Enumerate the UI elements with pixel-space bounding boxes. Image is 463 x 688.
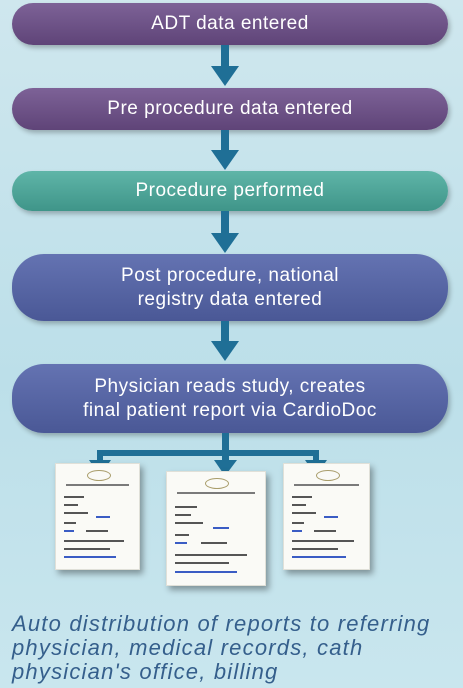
distribution-trunk xyxy=(222,433,229,451)
step-post-procedure: Post procedure, national registry data e… xyxy=(12,254,448,321)
report-logo-icon xyxy=(86,470,111,481)
arrowhead-icon xyxy=(214,460,237,476)
step-label: Pre procedure data entered xyxy=(107,98,353,119)
report-document xyxy=(55,463,140,570)
arrowhead-icon xyxy=(211,233,239,253)
report-logo-icon xyxy=(205,478,229,489)
step-label: ADT data entered xyxy=(151,13,309,34)
report-document xyxy=(166,471,266,586)
arrow-shaft xyxy=(221,130,229,152)
distribution-drop-left xyxy=(97,450,103,462)
arrow-shaft xyxy=(221,45,229,69)
arrowhead-icon xyxy=(211,66,239,86)
step-label: Post procedure, national registry data e… xyxy=(121,264,339,310)
distribution-caption: Auto distribution of reports to referrin… xyxy=(12,611,431,684)
arrowhead-icon xyxy=(211,150,239,170)
report-logo-icon xyxy=(315,470,340,481)
step-pre-procedure: Pre procedure data entered xyxy=(12,88,448,130)
step-physician-report: Physician reads study, creates final pat… xyxy=(12,364,448,433)
step-adt-data: ADT data entered xyxy=(12,3,448,45)
arrow-shaft xyxy=(221,211,229,235)
distribution-drop-right xyxy=(313,450,319,462)
arrowhead-icon xyxy=(211,341,239,361)
step-label: Physician reads study, creates final pat… xyxy=(83,375,377,421)
report-document xyxy=(283,463,370,570)
distribution-drop-center xyxy=(222,450,229,462)
distribution-bar xyxy=(97,450,319,456)
step-procedure: Procedure performed xyxy=(12,171,448,211)
step-label: Procedure performed xyxy=(135,180,325,201)
arrow-shaft xyxy=(221,321,229,343)
